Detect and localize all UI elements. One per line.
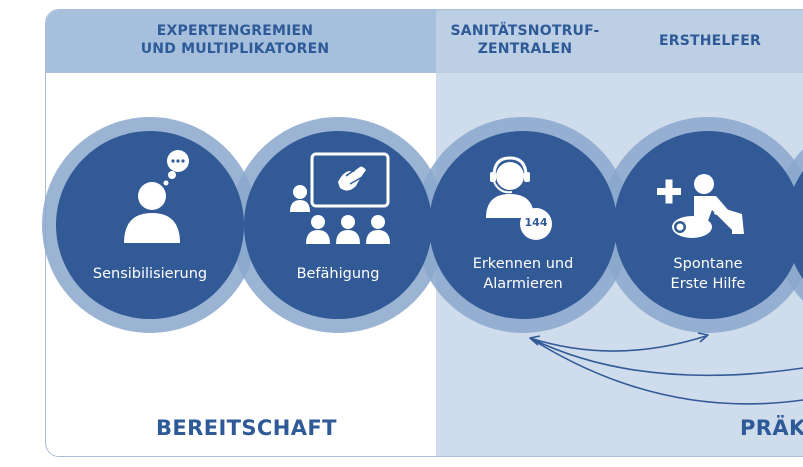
header-right-label: ERSTHELFER: [658, 33, 762, 49]
circle-partial-right: [786, 171, 803, 279]
label-sensibilisierung-line1: Sensibilisierung: [92, 266, 208, 282]
arrowhead-right: [697, 332, 709, 343]
arrowhead-left: [529, 335, 541, 346]
circle-befaehigung: [244, 131, 432, 319]
person-thinking-icon: [124, 150, 189, 243]
arrow-curve-1: [529, 335, 707, 352]
label-erkennen: Erkennen und Alarmieren: [453, 254, 593, 294]
label-erkennen-line2: Alarmieren: [483, 276, 563, 292]
label-erkennen-line1: Erkennen und: [472, 256, 574, 272]
header-left-line2: UND MULTIPLIKATOREN: [140, 41, 330, 57]
label-spontane-line1: Spontane: [673, 256, 743, 272]
header-ersthelfer: ERSTHELFER: [640, 32, 780, 50]
header-expertengremien: EXPERTENGREMIEN UND MULTIPLIKATOREN: [120, 22, 350, 58]
header-sanitaetsnotrufzentralen: SANITÄTSNOTRUF- ZENTRALEN: [425, 22, 625, 58]
header-middle-line2: ZENTRALEN: [477, 41, 573, 57]
label-spontane-line2: Erste Hilfe: [670, 276, 746, 292]
headset-operator-icon: [486, 156, 552, 240]
label-spontane: Spontane Erste Hilfe: [638, 254, 778, 294]
header-middle-line1: SANITÄTSNOTRUF-: [450, 23, 600, 39]
footer-praek: PRÄK: [740, 416, 803, 440]
presentation-audience-icon: [290, 152, 390, 244]
header-left-line1: EXPERTENGREMIEN: [156, 23, 314, 39]
badge-144: 144: [524, 216, 548, 229]
label-sensibilisierung: Sensibilisierung: [80, 264, 220, 284]
arrow-curve-2: [529, 337, 803, 377]
label-befaehigung: Befähigung: [268, 264, 408, 284]
header-bar-right: [436, 10, 803, 73]
arrows: [529, 332, 803, 405]
footer-bereitschaft: BEREITSCHAFT: [156, 416, 337, 440]
label-befaehigung-line1: Befähigung: [296, 266, 380, 282]
arrow-curve-3: [529, 337, 803, 405]
cpr-first-aid-icon: [657, 174, 744, 238]
